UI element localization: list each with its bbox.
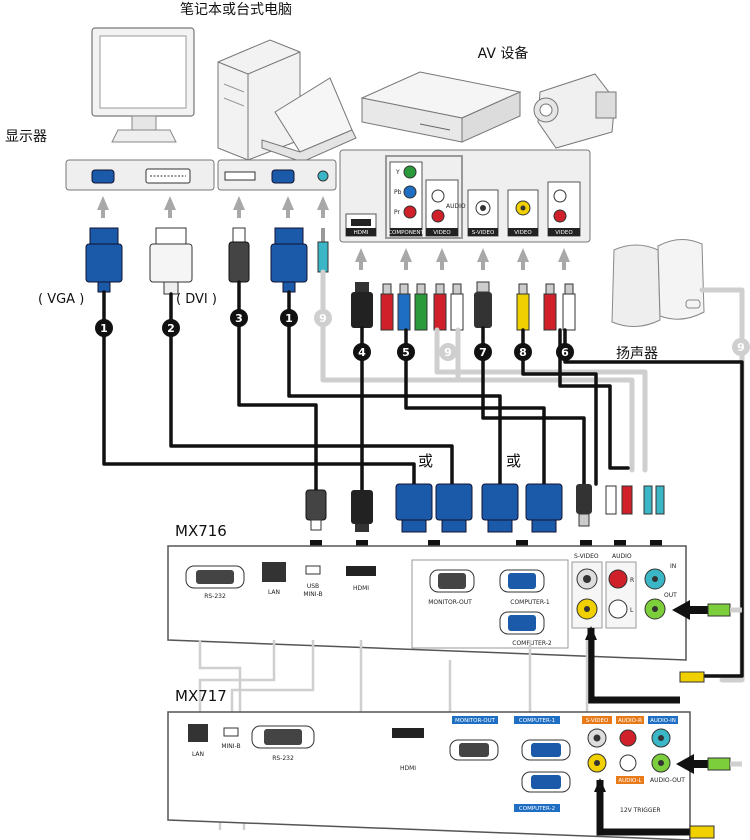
computer-label: 笔记本或台式电脑 <box>180 2 292 18</box>
cable-number-1b: 1 <box>285 312 293 325</box>
camcorder-icon <box>534 74 616 148</box>
cable-number-2: 2 <box>167 322 175 335</box>
mx716-hdmi-label: HDMI <box>353 585 369 592</box>
yellow-plug-mx717 <box>690 826 714 838</box>
video-plug-yellow <box>517 284 529 330</box>
mx717-monitor-out-label: MONITOR-OUT <box>455 718 496 724</box>
pb-label: Pb <box>394 189 402 196</box>
mx717-audio-r-label: AUDIO-R <box>618 718 642 724</box>
av-port-panel: HDMI Y Pb Pr COMPONENT AUDIO VIDEO S-VID… <box>340 150 590 242</box>
mx716-svideo-label: S-VIDEO <box>574 553 599 560</box>
cable-number-8: 8 <box>519 346 527 359</box>
mx716-lan-label: LAN <box>268 589 280 596</box>
av-svideo-label: S-VIDEO <box>472 230 495 236</box>
audio-out-port-laptop <box>318 171 328 181</box>
mx716-r-label: R <box>630 577 634 584</box>
desktop-computer-icon <box>218 40 300 160</box>
mx716-computer1-label: COMPUTER-1 <box>510 599 550 606</box>
mx716-monitor-out-label: MONITOR-OUT <box>428 599 472 606</box>
mx717-title: MX717 <box>175 687 227 705</box>
usb-connector <box>229 228 249 282</box>
mx717-audio-out-label: AUDIO-OUT <box>650 777 685 784</box>
pr-label: Pr <box>394 209 401 216</box>
mx716-title: MX716 <box>175 522 227 540</box>
mx717-rs232-label: RS-232 <box>272 755 294 762</box>
mx716-out-label: OUT <box>664 592 677 599</box>
cable-number-9b: 9 <box>444 346 452 359</box>
vga-connector-2 <box>271 228 307 292</box>
mx716-audio-label: AUDIO <box>612 553 632 560</box>
speakers-icon <box>612 239 704 326</box>
pc-port-panel-laptop <box>218 160 336 190</box>
cable-number-9a: 9 <box>319 312 327 325</box>
cable-number-3: 3 <box>235 312 243 325</box>
vga-port-laptop <box>272 170 294 183</box>
mx716-rear-panel: RS-232 LAN USB MINI-B HDMI MONITOR-OUT C… <box>168 546 686 660</box>
vga-connector-1 <box>86 228 122 292</box>
av-video-label-2: VIDEO <box>514 230 532 236</box>
cable-number-9c: 9 <box>737 341 745 354</box>
monitor-icon <box>92 28 194 142</box>
cable-number-7: 7 <box>479 346 487 359</box>
av-component-label: COMPONENT <box>388 230 424 236</box>
av-audio-label: AUDIO <box>446 203 466 210</box>
display-label: 显示器 <box>5 129 47 145</box>
svideo-plug <box>474 282 492 328</box>
mx716-usb-label: USB <box>307 583 319 590</box>
usb-port-laptop <box>225 172 255 180</box>
mx717-audio-l-label: AUDIO-L <box>618 778 642 784</box>
mx716-rs232-label: RS-232 <box>204 593 226 600</box>
audio-plug-pc <box>318 228 328 272</box>
vga-port-display <box>92 170 114 183</box>
y-label: Y <box>395 169 400 176</box>
av-video-label-3: VIDEO <box>555 230 573 236</box>
pc-port-panel-display <box>66 160 214 190</box>
mx717-minib-label: MINI-B <box>221 743 240 750</box>
or-label-1: 或 <box>418 452 433 470</box>
av-hdmi-label: HDMI <box>354 230 369 236</box>
projector-side-connectors <box>306 484 664 532</box>
cable-number-1a: 1 <box>100 322 108 335</box>
av-device-label: AV 设备 <box>478 45 529 62</box>
hdmi-connector-top <box>351 282 373 328</box>
component-plugs <box>381 284 463 330</box>
mx716-minib-label: MINI-B <box>303 591 322 598</box>
cable-number-5: 5 <box>402 346 410 359</box>
mx717-hdmi-label: HDMI <box>400 765 416 772</box>
speakers-label: 扬声器 <box>616 346 658 362</box>
mx717-svideo-label: S-VIDEO <box>586 718 609 724</box>
mx717-audio-in-label: AUDIO-IN <box>650 718 676 724</box>
mx717-lan-label: LAN <box>192 751 204 758</box>
dvi-caption: ( DVI ) <box>176 292 217 307</box>
av-video-label-1: VIDEO <box>433 230 451 236</box>
dvi-connector <box>150 228 192 294</box>
or-label-2: 或 <box>506 452 521 470</box>
vga-caption: ( VGA ) <box>38 292 84 307</box>
mx717-computer2-label: COMPUTER-2 <box>519 806 555 812</box>
mx717-trigger-label: 12V TRIGGER <box>620 807 661 814</box>
cable-number-6: 6 <box>561 346 569 359</box>
mx717-computer1-label: COMPUTER-1 <box>519 718 555 724</box>
audio-plugs-rca <box>544 284 575 330</box>
dvd-player-icon <box>362 72 520 142</box>
mx717-rear-panel: LAN MINI-B RS-232 HDMI MONITOR-OUT COMPU… <box>168 712 690 840</box>
mx716-computer2-label: COMPUTER-2 <box>512 640 552 647</box>
yellow-plug-mx716 <box>680 672 704 682</box>
cable-number-4: 4 <box>358 346 366 359</box>
mx716-in-label: IN <box>670 563 676 570</box>
